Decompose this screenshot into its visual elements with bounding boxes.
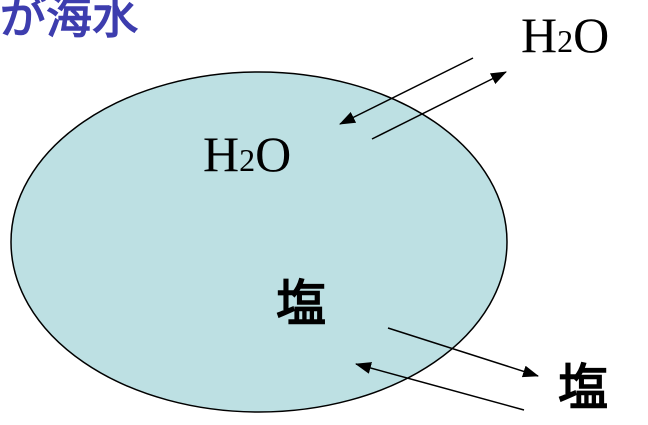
water-inside-label: H2O [203, 129, 291, 179]
water-out-arrow [371, 71, 507, 140]
slide-title: が海水 [0, 0, 138, 44]
salt-out-arrow [387, 327, 539, 378]
salt-outside-label: 塩 [558, 359, 608, 417]
water-outside-subscript: 2 [557, 23, 574, 59]
salt-inside-label: 塩 [276, 275, 326, 333]
seawater-ellipse [10, 71, 508, 413]
water-outside-h: H [521, 7, 558, 63]
water-inside-o: O [255, 126, 292, 182]
water-outside-label: H2O [521, 10, 609, 60]
water-inside-h: H [203, 126, 240, 182]
water-inside-subscript: 2 [239, 142, 256, 178]
water-outside-o: O [573, 7, 610, 63]
water-in-arrow [339, 57, 474, 125]
salt-in-arrow [355, 362, 525, 411]
